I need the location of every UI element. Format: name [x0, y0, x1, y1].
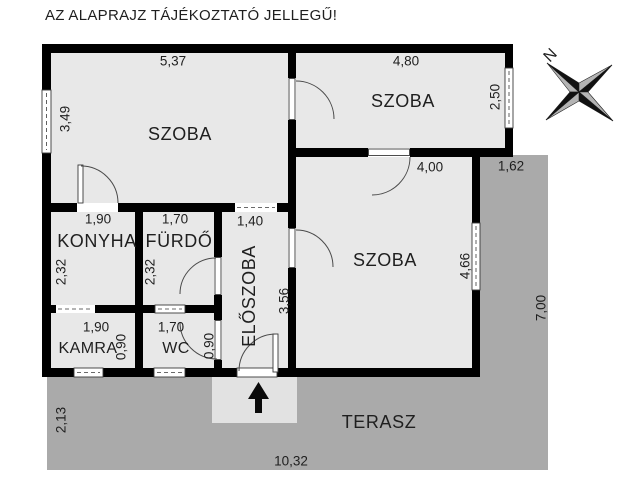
compass-rose-icon: [545, 62, 614, 122]
room-label-furdo: FÜRDŐ: [145, 231, 213, 251]
door-swing-arc: [295, 229, 334, 268]
opening-szoba-eloszoba: [235, 203, 277, 212]
dim-furdo-width: 1,70: [161, 211, 189, 227]
wall-konyha-furdo: [135, 212, 143, 313]
dim-szoba-main-width: 4,00: [416, 159, 444, 175]
dim-kamra-height: 0,90: [113, 333, 129, 361]
windows: [41, 67, 514, 378]
entrance-step-slab: [212, 377, 297, 423]
room-label-wc: WC: [162, 340, 190, 357]
wall-szoba-konyha: [42, 203, 296, 212]
dim-terasz-width: 10,32: [274, 453, 308, 469]
room-label-szoba-main: SZOBA: [352, 250, 418, 270]
dim-konyha-height: 2,32: [53, 258, 69, 286]
dim-terasz-side-width: 1,62: [497, 158, 525, 174]
room-label-eloszoba: ELŐSZOBA: [239, 245, 259, 347]
room-label-szoba-top-left: SZOBA: [147, 124, 213, 144]
door-leaf-icon: [214, 257, 222, 295]
dim-szoba-top-left-height: 3,49: [57, 105, 73, 133]
dim-terasz-side-height: 7,00: [533, 294, 549, 322]
dim-eloszoba-height: 3,56: [276, 287, 292, 315]
entrance-arrow-icon: [248, 382, 269, 413]
room-label-konyha: KONYHA: [57, 231, 137, 251]
door-threshold-front: [236, 367, 278, 378]
building-main-block: [288, 148, 480, 377]
dim-konyha-width: 1,90: [84, 211, 112, 227]
dim-wc-width: 1,70: [157, 319, 185, 335]
room-label-kamra: KAMRA: [58, 340, 118, 357]
door-leaf-icon: [288, 78, 296, 120]
entrance-step: [212, 377, 297, 423]
wall-top: [42, 44, 513, 53]
doors: [77, 78, 411, 378]
terrace-bottom-strip: [47, 377, 548, 470]
door-swing-arc: [80, 165, 119, 204]
wall-konyha-kamra: [42, 305, 222, 313]
door-leaf-icon: [77, 164, 84, 204]
room-label-terasz: TERASZ: [341, 412, 417, 432]
door-swing-arc: [238, 333, 277, 372]
door-swing-arc: [179, 257, 217, 295]
door-leaf-icon: [214, 320, 222, 360]
window-icon-topright-szoba: [504, 67, 514, 129]
door-leaf-icon: [368, 148, 410, 156]
door-swing-arc: [371, 156, 411, 196]
building-topright-block: [288, 44, 513, 157]
dim-kamra-width: 1,90: [82, 319, 110, 335]
dim-eloszoba-width: 1,40: [236, 213, 264, 229]
door-leaf-icon: [288, 228, 296, 268]
room-label-szoba-top-right: SZOBA: [370, 91, 436, 111]
wall-kamra-wc: [135, 313, 143, 368]
dim-szoba-main-height: 4,66: [457, 252, 473, 280]
dim-szoba-top-right-height: 2,50: [487, 83, 503, 111]
dim-szoba-top-left-width: 5,37: [159, 53, 187, 69]
dim-furdo-height: 2,32: [142, 258, 158, 286]
terrace-area: [47, 155, 548, 470]
dim-terasz-depth: 2,13: [53, 406, 69, 434]
terrace-right-strip: [480, 155, 548, 379]
door-swing-arc: [179, 321, 218, 360]
window-icon-furdo-wc: [154, 304, 186, 314]
window-icon-wc: [153, 367, 186, 378]
dim-szoba-top-right-width: 4,80: [392, 53, 420, 69]
plan-disclaimer: AZ ALAPRAJZ TÁJÉKOZTATÓ JELLEGŰ!: [45, 7, 338, 24]
dim-wc-height: 0,90: [201, 332, 217, 360]
door-swing-arc: [295, 80, 335, 120]
door-gap-szoba-konyha: [77, 203, 118, 212]
door-leaf-icon: [272, 333, 279, 373]
window-icon-kamra: [73, 367, 104, 378]
